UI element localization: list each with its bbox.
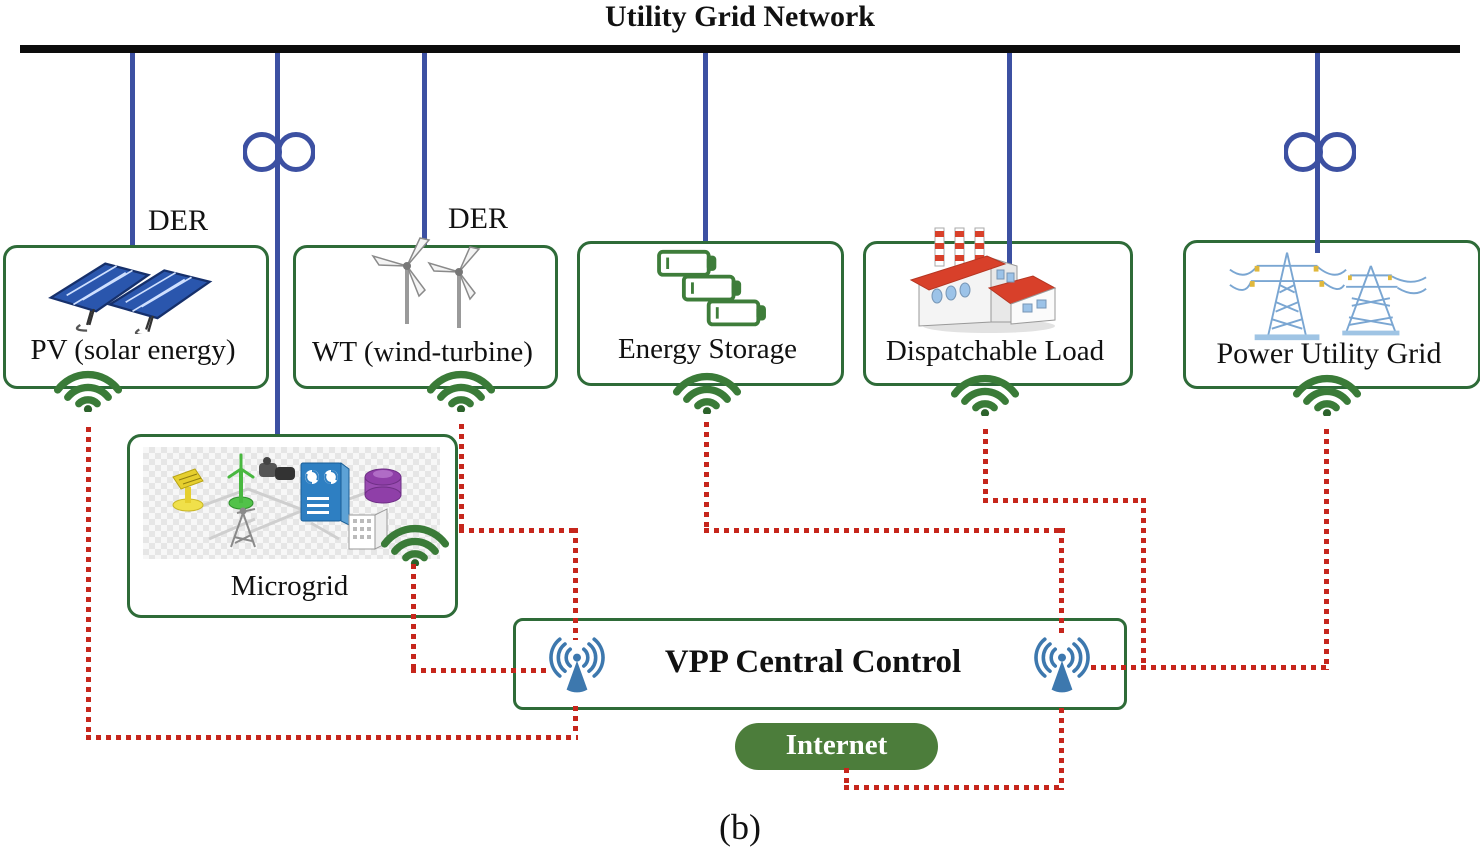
mini-wind-turbine [227,453,255,510]
solar-panel-icon [48,262,213,334]
radio-antenna-icon [549,637,605,693]
mini-measurement-tower [230,507,256,548]
figure-caption: (b) [719,807,761,847]
link-segment [573,528,578,640]
node-label-energy-storage: Energy Storage [617,333,798,365]
transmission-tower-icon [1229,252,1427,341]
mini-inverter-cabinet [300,462,350,526]
der-label-pv: DER [148,204,208,237]
feeder-line-microgrid [275,53,280,434]
battery-icon [657,249,766,327]
link-segment [459,528,578,533]
microgrid-devices [172,453,402,550]
der-label-wt: DER [448,202,508,235]
link-segment [573,706,578,736]
internet-badge: Internet [735,723,938,770]
node-label-dispatchable-load: Dispatchable Load [885,335,1105,367]
microgrid-label: Microgrid [230,570,349,602]
link-segment [983,498,1146,503]
link-segment [1059,708,1064,790]
feeder-line-pv [130,53,135,245]
link-segment [1091,665,1329,670]
wifi-icon [426,370,496,412]
node-box-wt [293,245,558,389]
radio-antenna-icon [1034,637,1090,693]
link-segment [704,528,1065,533]
link-segment [1324,429,1329,670]
wifi-icon [1292,374,1362,416]
link-segment [1141,498,1146,670]
wind-turbine-icon [371,237,481,328]
transformer-icon [1284,132,1356,172]
link-segment [1059,528,1064,638]
feeder-line-wt [422,53,427,245]
link-segment [459,424,464,532]
node-label-pv: PV (solar energy) [30,334,236,366]
link-segment [983,429,988,502]
link-segment [704,422,709,532]
link-segment [844,785,1064,790]
mini-solar-device [172,468,204,512]
utility-grid-bus [20,45,1460,53]
mini-building [348,508,388,550]
node-box-pv [3,245,269,389]
node-label-power-utility-grid: Power Utility Grid [1216,337,1442,370]
transformer-icon [243,132,315,172]
vpp-central-control-label: VPP Central Control [664,644,962,680]
feeder-line-energy-storage [703,53,708,241]
wifi-icon [380,524,450,566]
node-box-power-utility-grid [1183,240,1480,389]
link-segment [411,564,416,672]
link-segment [411,668,547,673]
wifi-icon [950,374,1020,416]
wifi-icon [53,370,123,412]
node-label-wt: WT (wind-turbine) [312,336,533,368]
link-segment [86,735,578,740]
factory-icon [909,227,1057,333]
wifi-icon [672,372,742,414]
diagram-title: Utility Grid Network [605,0,875,33]
feeder-line-dispatchable-load [1007,53,1012,315]
link-segment [844,768,849,790]
link-segment [86,427,91,738]
mini-storage-unit [364,468,402,504]
feeder-line-power-utility-grid [1315,53,1320,253]
microgrid-illustration [143,447,440,559]
vpp-central-control-box [513,618,1127,710]
mini-generator [259,457,295,480]
